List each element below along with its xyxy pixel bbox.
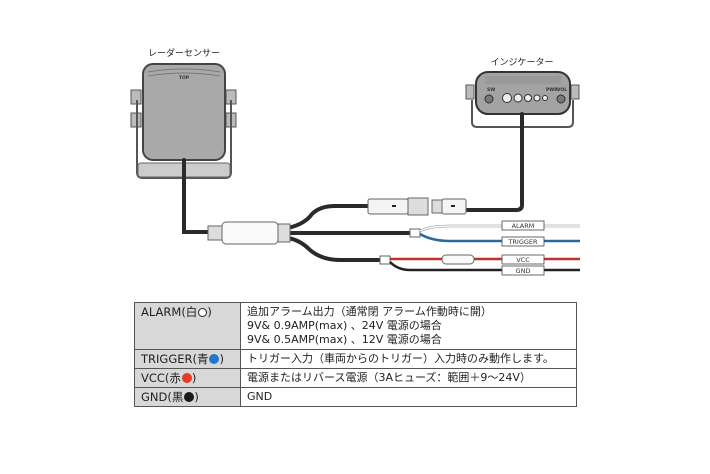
row-value: トリガー入力（車両からのトリガー）入力時のみ動作します。 [240, 349, 577, 369]
value-line: GND [247, 390, 273, 403]
tag-vcc: VCC [516, 256, 530, 264]
value-line: 9V& 0.9AMP(max) 、24V 電源の場合 [247, 319, 442, 332]
row-key: GND(黒) [134, 387, 241, 407]
row-value: GND [240, 387, 577, 407]
key-label: GND(黒 [141, 390, 184, 404]
black-dot-icon [184, 392, 195, 402]
row-value: 電源またはリバース電源（3Aヒューズ：範囲＋9～24V） [240, 368, 577, 388]
key-close: ) [207, 305, 212, 319]
signal-wires [379, 224, 580, 272]
table-row: GND(黒) GND [134, 387, 577, 407]
gnd-wire [389, 261, 580, 272]
indicator-pwr-mark: PWR [546, 87, 558, 93]
junction-box [207, 221, 291, 245]
red-dot-icon [181, 373, 192, 383]
tag-gnd: GND [516, 267, 531, 275]
indicator-label: インジケーター [490, 57, 553, 68]
row-key: ALARM(白) [134, 302, 241, 350]
table-row: VCC(赤) 電源またはリバース電源（3Aヒューズ：範囲＋9～24V） [134, 368, 577, 388]
value-line: 9V& 0.5AMP(max) 、12V 電源の場合 [247, 333, 442, 346]
indicator-sw-mark: SW [487, 87, 495, 93]
key-close: ) [191, 371, 197, 385]
indicator-vol-mark: VOL [557, 87, 567, 93]
radar-top-mark: TOP [179, 75, 190, 81]
table-row: TRIGGER(青) トリガー入力（車両からのトリガー）入力時のみ動作します。 [134, 349, 577, 369]
cables [182, 112, 524, 262]
key-label: ALARM(白 [141, 305, 198, 319]
wire-spec-table: ALARM(白) 追加アラーム出力（通常閉 アラーム作動時に開） 9V& 0.9… [134, 302, 577, 407]
row-value: 追加アラーム出力（通常閉 アラーム作動時に開） 9V& 0.9AMP(max) … [240, 302, 577, 350]
key-close: ) [194, 390, 199, 404]
fuse-holder [441, 254, 475, 265]
white-dot-icon [198, 308, 208, 317]
key-close: ) [219, 352, 224, 366]
wire-tags: ALARM TRIGGER VCC GND [501, 220, 545, 276]
row-key: TRIGGER(青) [134, 349, 241, 369]
value-line: 追加アラーム出力（通常閉 アラーム作動時に開） [247, 305, 492, 318]
key-label: VCC(赤 [141, 371, 181, 385]
trigger-wire [419, 232, 580, 243]
tag-alarm: ALARM [512, 222, 535, 230]
value-line: トリガー入力（車両からのトリガー）入力時のみ動作します。 [247, 352, 554, 365]
radar-sensor-label: レーダーセンサー [148, 47, 220, 59]
wiring-diagram: レーダーセンサー TOP インジケーター SW PWR VOL [130, 47, 580, 276]
tag-trigger: TRIGGER [507, 238, 538, 246]
blue-dot-icon [209, 354, 220, 364]
value-line: 電源またはリバース電源（3Aヒューズ：範囲＋9～24V） [247, 371, 531, 384]
row-key: VCC(赤) [134, 368, 241, 388]
indicator: SW PWR VOL [465, 71, 580, 128]
table-row: ALARM(白) 追加アラーム出力（通常閉 アラーム作動時に開） 9V& 0.9… [134, 302, 577, 350]
key-label: TRIGGER(青 [141, 352, 209, 366]
connector-pair [367, 197, 467, 216]
